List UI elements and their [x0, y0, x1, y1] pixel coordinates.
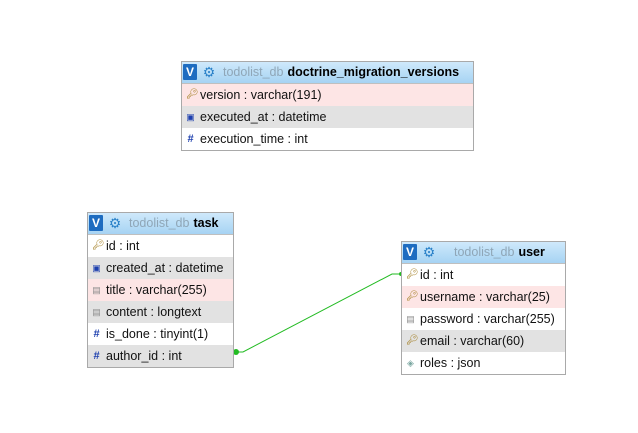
- datetime-icon: ▣: [186, 112, 195, 122]
- unique-key-icon: 🔑︎: [406, 335, 419, 346]
- column-label: executed_at : datetime: [200, 110, 327, 124]
- database-name: todolist_db: [223, 65, 284, 79]
- unique-key-icon: 🔑︎: [406, 291, 419, 302]
- column-row[interactable]: # author_id : int: [88, 345, 233, 367]
- column-row[interactable]: # execution_time : int: [182, 128, 473, 150]
- column-label: password : varchar(255): [420, 312, 555, 326]
- column-label: roles : json: [420, 356, 481, 370]
- column-label: is_done : tinyint(1): [106, 327, 209, 341]
- column-row[interactable]: 🔑︎ id : int: [402, 264, 565, 286]
- toggle-columns-button[interactable]: V: [89, 215, 103, 231]
- toggle-columns-button[interactable]: V: [183, 64, 197, 80]
- column-row[interactable]: ▤ content : longtext: [88, 301, 233, 323]
- column-label: version : varchar(191): [200, 88, 322, 102]
- column-row[interactable]: 🔑︎ id : int: [88, 235, 233, 257]
- column-row[interactable]: ▤ title : varchar(255): [88, 279, 233, 301]
- toggle-columns-button[interactable]: V: [403, 244, 417, 260]
- text-icon: ▤: [92, 285, 101, 295]
- column-row[interactable]: 🔑︎ username : varchar(25): [402, 286, 565, 308]
- database-name: todolist_db: [129, 216, 190, 230]
- numeric-icon: #: [93, 350, 100, 362]
- relation-endpoint-task: [233, 349, 239, 355]
- column-row[interactable]: ▣ executed_at : datetime: [182, 106, 473, 128]
- primary-key-icon: 🔑︎: [186, 89, 199, 100]
- table-name: doctrine_migration_versions: [287, 65, 460, 79]
- column-label: id : int: [106, 239, 140, 253]
- column-row[interactable]: ◈ roles : json: [402, 352, 565, 374]
- relation-line-task-author-user-id[interactable]: [234, 273, 401, 353]
- column-label: author_id : int: [106, 349, 182, 363]
- column-row[interactable]: ▣ created_at : datetime: [88, 257, 233, 279]
- gear-icon[interactable]: ⚙: [108, 215, 122, 231]
- database-name: todolist_db: [454, 245, 515, 259]
- primary-key-icon: 🔑︎: [406, 269, 419, 280]
- json-icon: ◈: [407, 358, 414, 368]
- column-row[interactable]: 🔑︎ email : varchar(60): [402, 330, 565, 352]
- numeric-icon: #: [93, 328, 100, 340]
- datetime-icon: ▣: [92, 263, 101, 273]
- table-name: user: [518, 245, 545, 259]
- column-label: created_at : datetime: [106, 261, 224, 275]
- text-icon: ▤: [406, 314, 415, 324]
- column-label: title : varchar(255): [106, 283, 207, 297]
- column-row[interactable]: # is_done : tinyint(1): [88, 323, 233, 345]
- text-icon: ▤: [92, 307, 101, 317]
- column-label: email : varchar(60): [420, 334, 525, 348]
- column-row[interactable]: 🔑︎ version : varchar(191): [182, 84, 473, 106]
- column-label: content : longtext: [106, 305, 202, 319]
- column-label: username : varchar(25): [420, 290, 550, 304]
- column-row[interactable]: ▤ password : varchar(255): [402, 308, 565, 330]
- gear-icon[interactable]: ⚙: [422, 244, 436, 260]
- primary-key-icon: 🔑︎: [92, 240, 105, 251]
- gear-icon[interactable]: ⚙: [202, 64, 216, 80]
- column-label: execution_time : int: [200, 132, 308, 146]
- column-label: id : int: [420, 268, 454, 282]
- numeric-icon: #: [187, 133, 194, 145]
- table-name: task: [193, 216, 219, 230]
